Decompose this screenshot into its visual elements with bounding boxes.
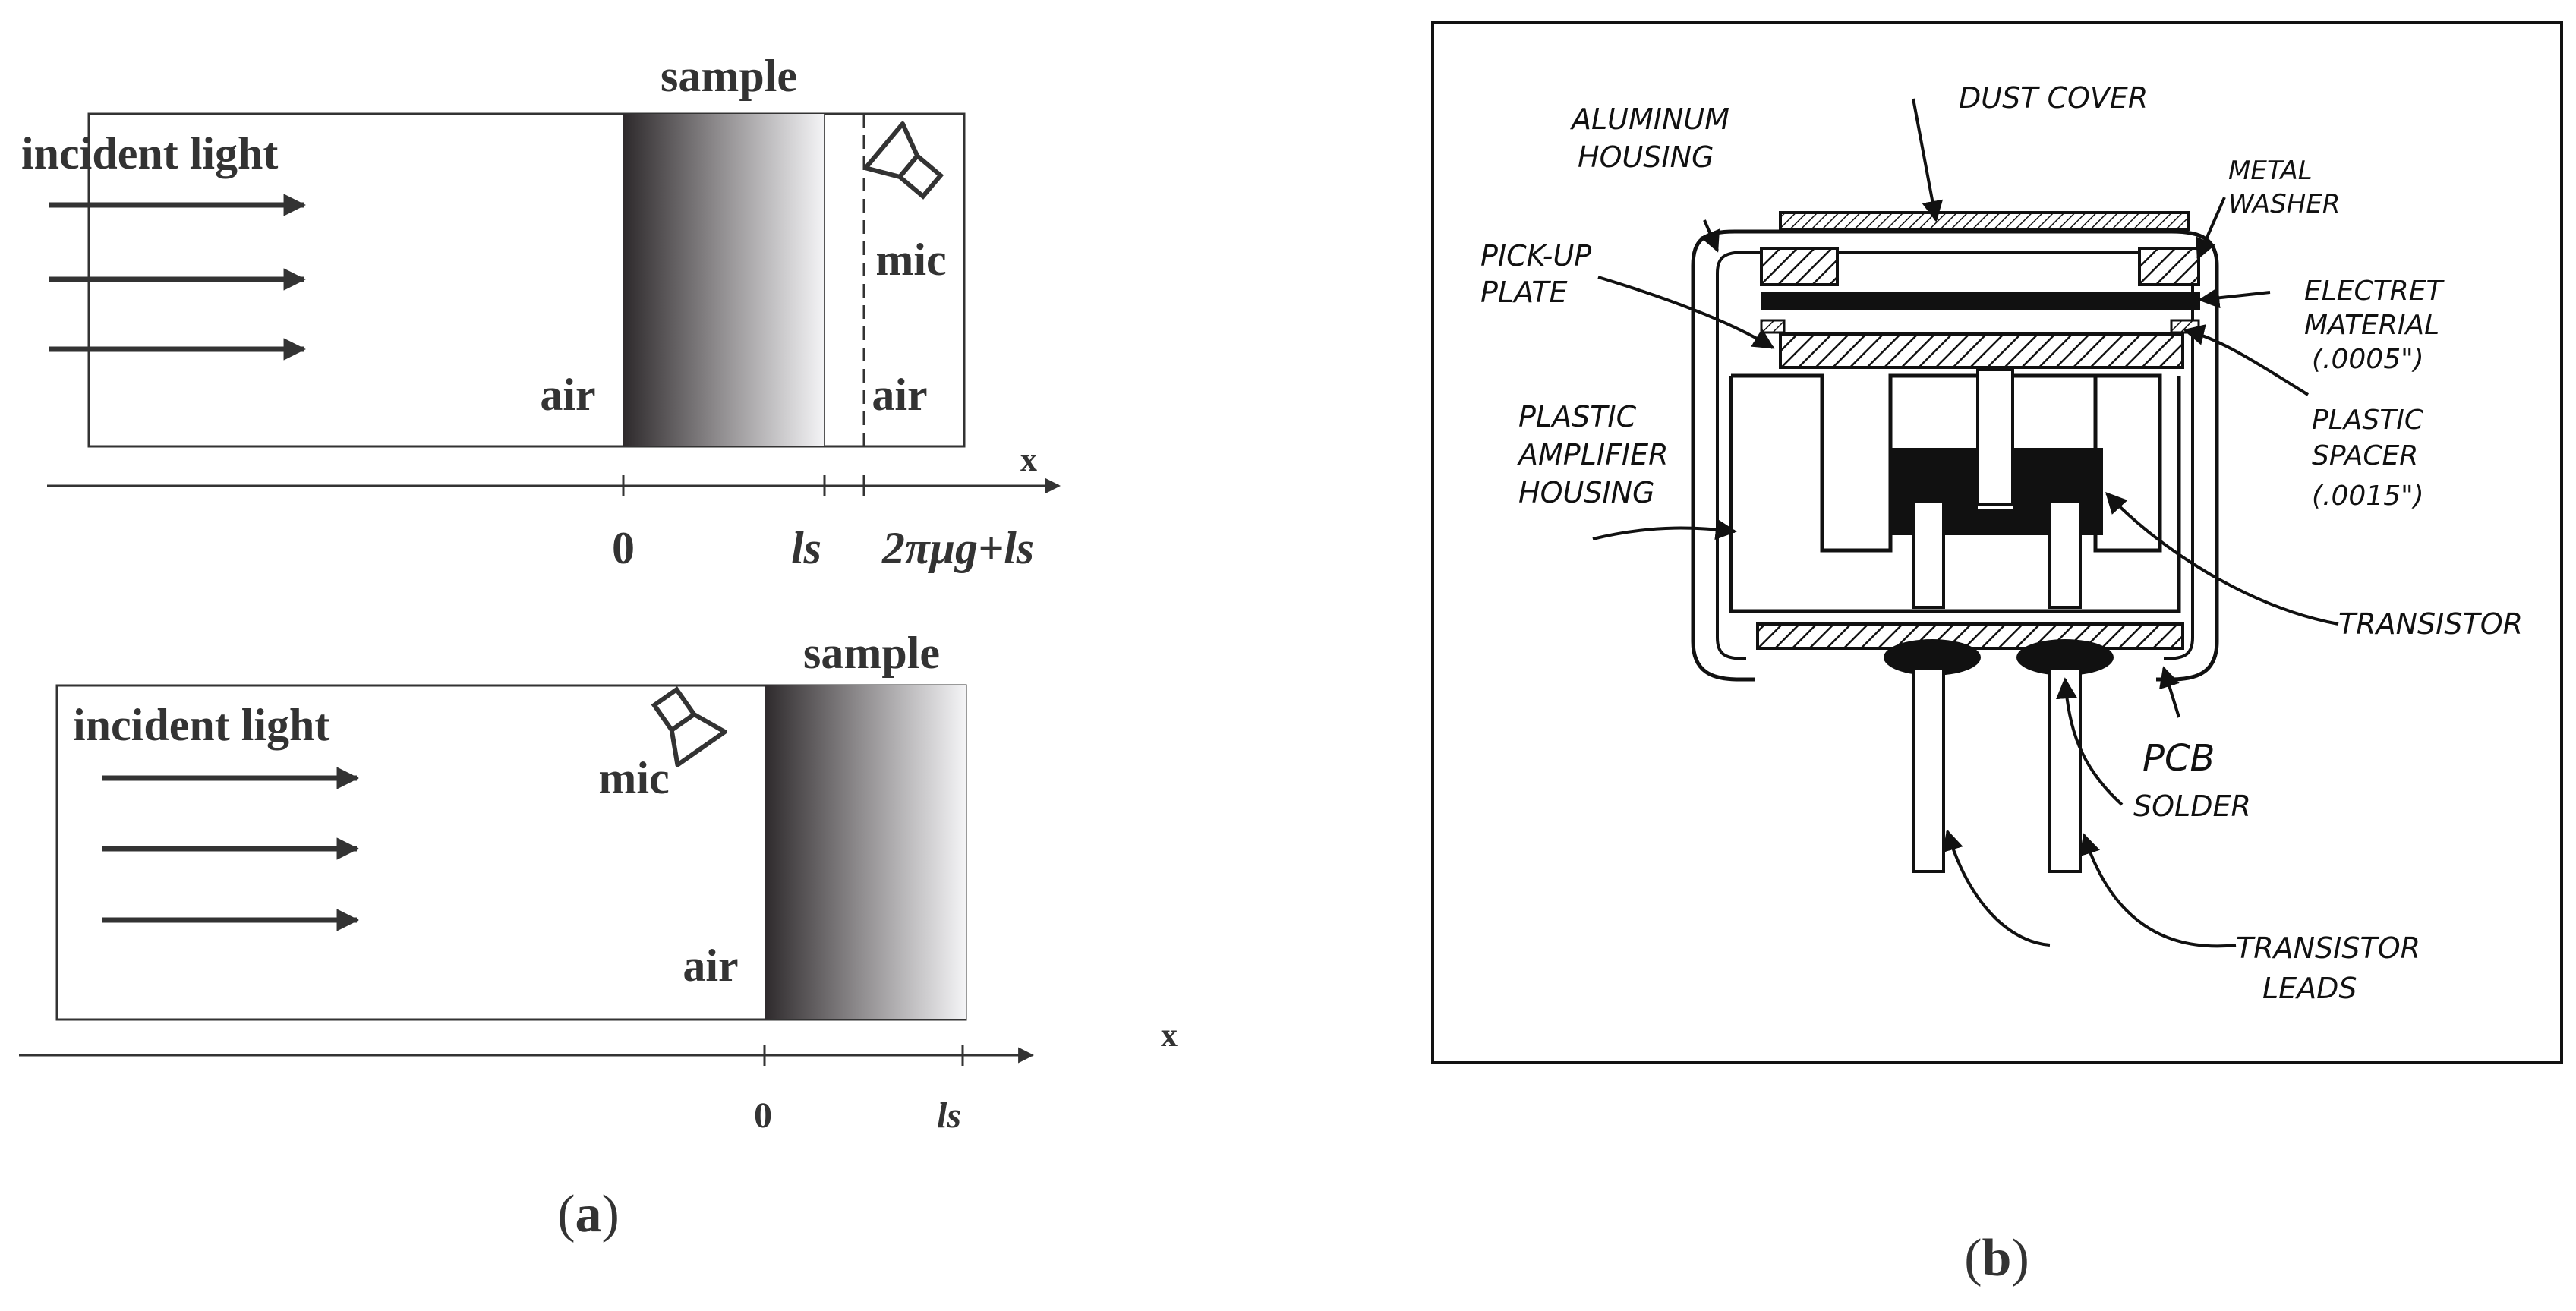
caption-b: (b) <box>1964 1229 2029 1287</box>
metal-washer-left <box>1760 247 1839 286</box>
transistor-leg-left <box>1912 500 1945 609</box>
bottom-tick-label-ls: ls <box>937 1095 961 1136</box>
top-air-left-label: air <box>540 370 595 420</box>
label-aluminum-housing-1: ALUMINUM <box>1569 102 1729 136</box>
label-plastic-spacer-2: SPACER <box>2312 440 2418 471</box>
panel-a-bottom-diagram: sample incident light mic air x 0 ls <box>19 628 1178 1136</box>
label-solder: SOLDER <box>2133 789 2251 823</box>
top-sample-label: sample <box>661 51 797 101</box>
label-pick-up-plate-2: PLATE <box>1480 276 1568 309</box>
top-sample-gradient <box>623 114 825 446</box>
label-electret-2: MATERIAL <box>2304 310 2439 341</box>
label-plastic-amp-3: HOUSING <box>1518 476 1655 509</box>
panel-b-drawing: DUST COVER ALUMINUM HOUSING METAL WASHER… <box>1431 21 2563 1064</box>
top-incident-light-label: incident light <box>21 128 278 178</box>
top-mic-icon <box>863 121 944 200</box>
plastic-spacer-left <box>1760 319 1786 334</box>
label-metal-washer-2: WASHER <box>2228 189 2340 219</box>
label-plastic-spacer-3: (.0015") <box>2312 481 2424 512</box>
pick-up-plate <box>1779 332 2184 369</box>
plastic-amplifier-housing <box>1731 373 2162 553</box>
solder-left <box>1884 639 1981 676</box>
label-plastic-spacer-1: PLASTIC <box>2312 405 2424 436</box>
label-plastic-amp-2: AMPLIFIER <box>1516 438 1669 471</box>
top-tick-label-mic: 2πμg+ls <box>881 523 1034 573</box>
label-metal-washer-1: METAL <box>2228 156 2313 186</box>
label-plastic-amp-1: PLASTIC <box>1518 400 1637 433</box>
top-tick-label-ls: ls <box>791 523 821 573</box>
bottom-axis-x-label: x <box>1161 1016 1178 1054</box>
label-aluminum-housing-2: HOUSING <box>1578 140 1714 174</box>
dust-cover <box>1779 211 2190 231</box>
label-dust-cover: DUST COVER <box>1959 81 2148 115</box>
transistor-lead-right <box>2048 667 2082 873</box>
metal-washer-right <box>2138 247 2200 286</box>
top-air-right-label: air <box>872 370 927 420</box>
panel-a-top-diagram: sample incident light mic air air x 0 ls… <box>21 51 1061 573</box>
bottom-sample-gradient <box>765 685 966 1019</box>
bottom-sample-label: sample <box>803 628 940 678</box>
label-transistor: TRANSISTOR <box>2338 607 2523 641</box>
plastic-amplifier-housing-outer <box>1729 376 2181 613</box>
top-mic-label: mic <box>875 235 946 285</box>
bottom-tick-label-0: 0 <box>754 1095 772 1136</box>
label-pick-up-plate-1: PICK-UP <box>1480 239 1591 273</box>
label-transistor-leads-1: TRANSISTOR <box>2236 931 2420 965</box>
transistor-lead-left <box>1912 667 1945 873</box>
leader-lines <box>1592 98 2339 948</box>
aluminum-housing-outer-left <box>1691 266 1755 682</box>
pcb <box>1756 622 2184 650</box>
caption-a: (a) <box>557 1185 620 1243</box>
top-tick-label-0: 0 <box>612 523 635 573</box>
bottom-mic-icon <box>651 686 727 767</box>
label-electret-3: (.0005") <box>2312 344 2424 375</box>
bottom-incident-light-label: incident light <box>73 700 329 750</box>
panel-b-frame <box>1431 21 2563 1064</box>
center-post <box>1976 368 2014 506</box>
solder-right <box>2016 639 2114 676</box>
label-electret-1: ELECTRET <box>2304 276 2445 307</box>
transistor-leg-right <box>2048 500 2082 609</box>
bottom-mic-label: mic <box>598 753 669 803</box>
electret-material <box>1761 292 2200 310</box>
bottom-air-label: air <box>683 941 738 991</box>
label-transistor-leads-2: LEADS <box>2262 972 2357 1005</box>
label-pcb: PCB <box>2142 737 2215 780</box>
top-axis-x-label: x <box>1020 441 1037 478</box>
